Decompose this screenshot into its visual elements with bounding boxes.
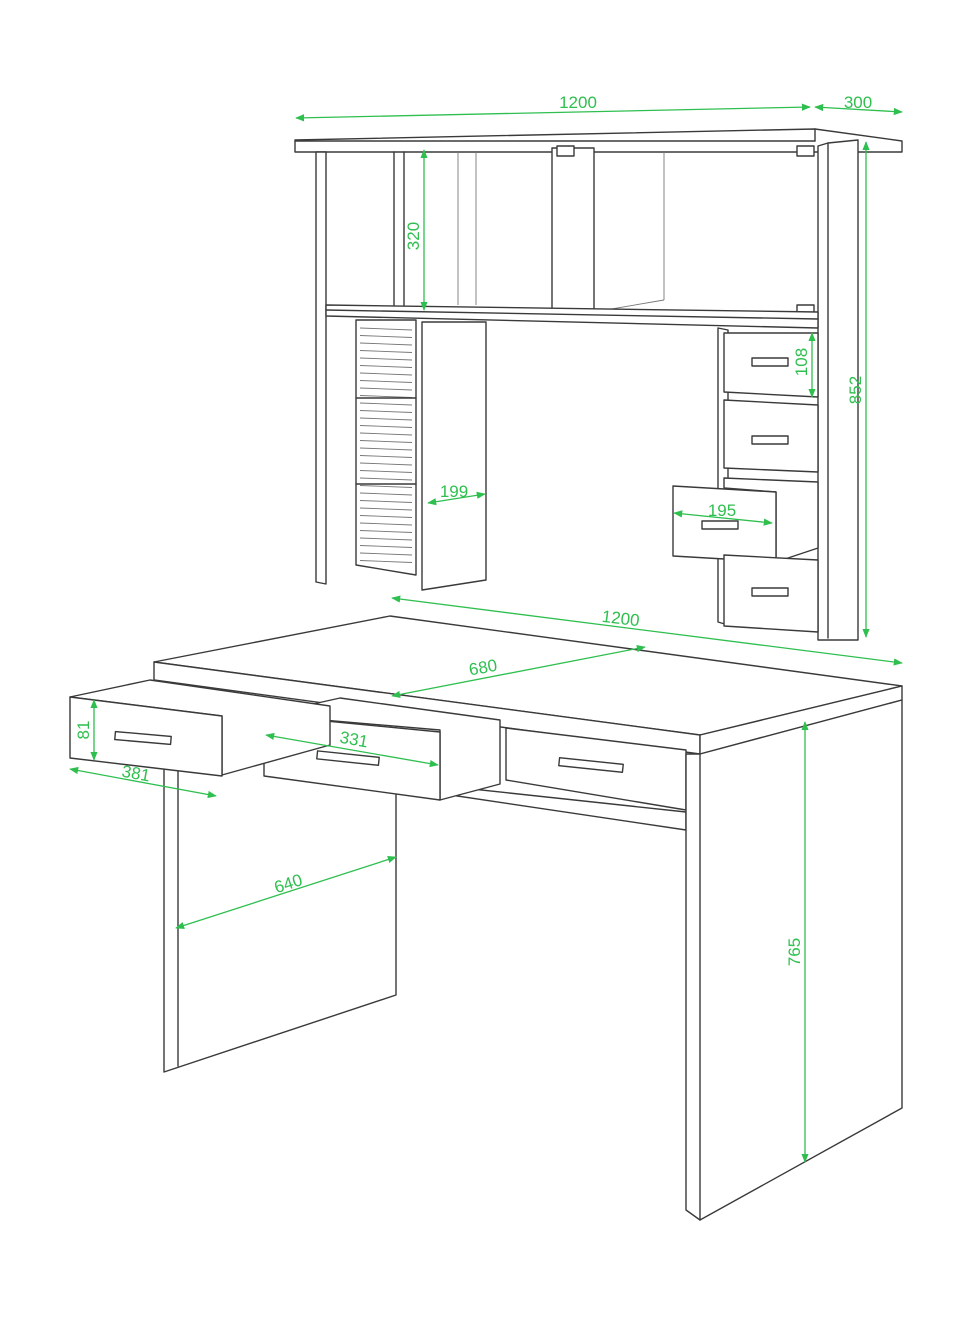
cd-slot	[359, 350, 413, 353]
dim-desk-height: 765	[785, 938, 804, 966]
dim-drawer-width: 331	[338, 728, 369, 752]
cd-slot	[359, 515, 413, 518]
cd-slot	[359, 560, 413, 563]
cd-slot	[359, 335, 413, 338]
cd-slot	[359, 545, 413, 548]
door-hinge-right	[796, 145, 815, 157]
cd-slot	[359, 455, 413, 458]
cd-slot	[359, 440, 413, 443]
cd-slot	[359, 365, 413, 368]
dim-cd-rack-width: 199	[440, 482, 468, 501]
cd-slot	[359, 402, 413, 406]
cd-slot	[359, 432, 413, 436]
cd-slot	[359, 425, 413, 428]
cd-slot	[359, 357, 413, 361]
cd-slot	[359, 410, 413, 413]
dim-drawer-depth: 381	[120, 762, 151, 786]
hutch-shelf	[325, 304, 819, 329]
cd-slot	[359, 327, 413, 331]
cd-slot	[359, 387, 413, 391]
cd-slot	[359, 342, 413, 346]
cd-rack	[355, 319, 417, 576]
desk	[69, 615, 903, 1221]
hutch-center-panel	[421, 321, 487, 591]
dim-hutch-depth: 300	[844, 93, 872, 112]
cd-slot	[359, 470, 413, 473]
cd-slot	[359, 447, 413, 451]
cd-slot	[359, 522, 413, 526]
desk-drawer-handle-3	[558, 756, 624, 774]
cd-slot	[359, 507, 413, 511]
cd-slot	[359, 552, 413, 556]
desk-drawer-handle-1	[114, 730, 172, 746]
dim-drawer-height: 81	[74, 721, 93, 740]
dim-hutch-width: 1200	[559, 93, 597, 112]
hutch-drawer-handle-2	[751, 435, 789, 445]
cd-slot	[359, 477, 413, 481]
hutch	[294, 128, 903, 641]
cd-slot	[359, 462, 413, 466]
cd-slot	[359, 530, 413, 533]
cd-slot	[359, 492, 413, 496]
hutch-drawer-handle-3	[701, 520, 739, 530]
dim-hutch-height: 852	[846, 376, 865, 404]
cd-slot	[359, 537, 413, 541]
hutch-glass-door	[551, 147, 595, 319]
hutch-drawer-handle-1	[751, 357, 789, 367]
door-hinge-left	[556, 145, 575, 157]
cd-slot	[359, 380, 413, 383]
cd-slot	[359, 500, 413, 503]
dim-desk-width: 1200	[601, 607, 641, 630]
dim-desk-depth: 680	[467, 656, 498, 680]
dimension-lines	[69, 103, 903, 1163]
cd-slot	[359, 372, 413, 376]
dim-hutch-drawer-width: 195	[708, 501, 736, 520]
dim-hutch-drawer-height: 108	[792, 348, 811, 376]
desk-drawer-2-box	[263, 697, 501, 801]
dim-shelf-height: 320	[404, 222, 423, 250]
hutch-drawer-handle-4	[751, 587, 789, 597]
cd-slot	[359, 485, 413, 488]
cd-slot	[359, 395, 413, 398]
hutch-left-side	[315, 151, 327, 585]
cd-slot	[359, 417, 413, 421]
